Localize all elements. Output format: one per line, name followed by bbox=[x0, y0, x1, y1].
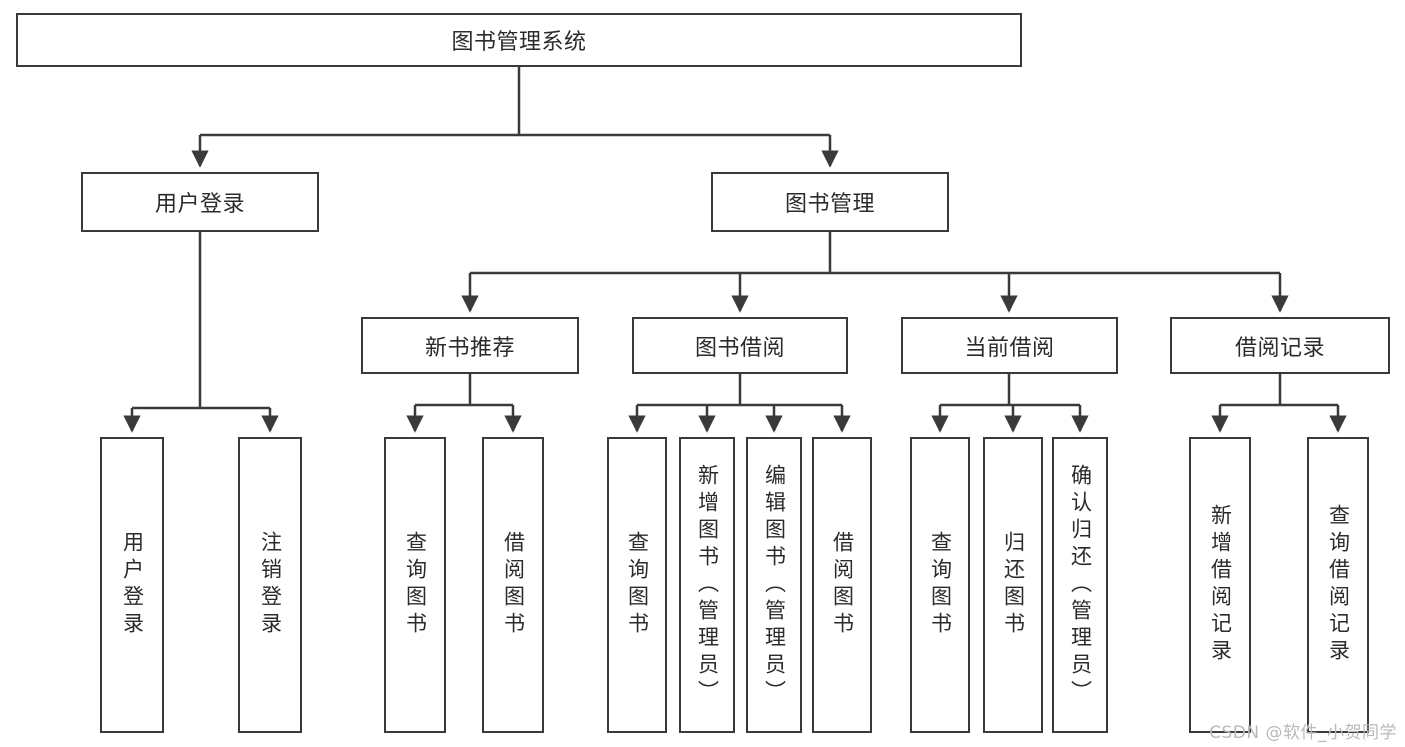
node-book-manage-label: 图书管理 bbox=[784, 192, 875, 217]
node-leaf-query-book-1-label: 查询图书 bbox=[403, 531, 428, 639]
node-leaf-user-login-label: 用户登录 bbox=[120, 531, 145, 639]
node-leaf-borrow-book-2-label: 借阅图书 bbox=[830, 531, 855, 639]
node-leaf-confirm-return[interactable]: 确认归还（管理员） bbox=[1052, 437, 1108, 733]
node-leaf-query-book-3[interactable]: 查询图书 bbox=[910, 437, 970, 733]
node-root[interactable]: 图书管理系统 bbox=[16, 13, 1022, 67]
node-leaf-logout[interactable]: 注销登录 bbox=[238, 437, 302, 733]
node-leaf-edit-book-label: 编辑图书（管理员） bbox=[762, 463, 787, 707]
node-leaf-add-record[interactable]: 新增借阅记录 bbox=[1189, 437, 1251, 733]
node-leaf-query-book-2-label: 查询图书 bbox=[625, 531, 650, 639]
node-current-borrow[interactable]: 当前借阅 bbox=[901, 317, 1118, 374]
node-leaf-user-login[interactable]: 用户登录 bbox=[100, 437, 164, 733]
node-leaf-confirm-return-label: 确认归还（管理员） bbox=[1068, 463, 1093, 707]
node-leaf-logout-label: 注销登录 bbox=[258, 531, 283, 639]
node-book-borrow-label: 图书借阅 bbox=[694, 335, 785, 361]
node-borrow-record-label: 借阅记录 bbox=[1234, 335, 1325, 361]
node-root-label: 图书管理系统 bbox=[451, 30, 587, 55]
node-leaf-add-book[interactable]: 新增图书（管理员） bbox=[679, 437, 735, 733]
node-current-borrow-label: 当前借阅 bbox=[964, 335, 1055, 361]
node-leaf-query-book-3-label: 查询图书 bbox=[928, 531, 953, 639]
node-leaf-borrow-book-1-label: 借阅图书 bbox=[501, 531, 526, 639]
node-leaf-query-book-1[interactable]: 查询图书 bbox=[384, 437, 446, 733]
node-book-borrow[interactable]: 图书借阅 bbox=[632, 317, 848, 374]
node-user-login[interactable]: 用户登录 bbox=[81, 172, 319, 232]
node-leaf-return-book-label: 归还图书 bbox=[1001, 531, 1026, 639]
node-leaf-query-record-label: 查询借阅记录 bbox=[1326, 504, 1351, 666]
node-leaf-add-book-label: 新增图书（管理员） bbox=[695, 463, 720, 707]
node-leaf-return-book[interactable]: 归还图书 bbox=[983, 437, 1043, 733]
node-new-book-rec-label: 新书推荐 bbox=[424, 335, 515, 361]
node-leaf-add-record-label: 新增借阅记录 bbox=[1208, 504, 1233, 666]
node-leaf-borrow-book-1[interactable]: 借阅图书 bbox=[482, 437, 544, 733]
node-leaf-query-record[interactable]: 查询借阅记录 bbox=[1307, 437, 1369, 733]
node-leaf-query-book-2[interactable]: 查询图书 bbox=[607, 437, 667, 733]
node-leaf-borrow-book-2[interactable]: 借阅图书 bbox=[812, 437, 872, 733]
node-user-login-label: 用户登录 bbox=[154, 192, 245, 217]
node-borrow-record[interactable]: 借阅记录 bbox=[1170, 317, 1390, 374]
node-new-book-rec[interactable]: 新书推荐 bbox=[361, 317, 579, 374]
node-book-manage[interactable]: 图书管理 bbox=[711, 172, 949, 232]
node-leaf-edit-book[interactable]: 编辑图书（管理员） bbox=[746, 437, 802, 733]
